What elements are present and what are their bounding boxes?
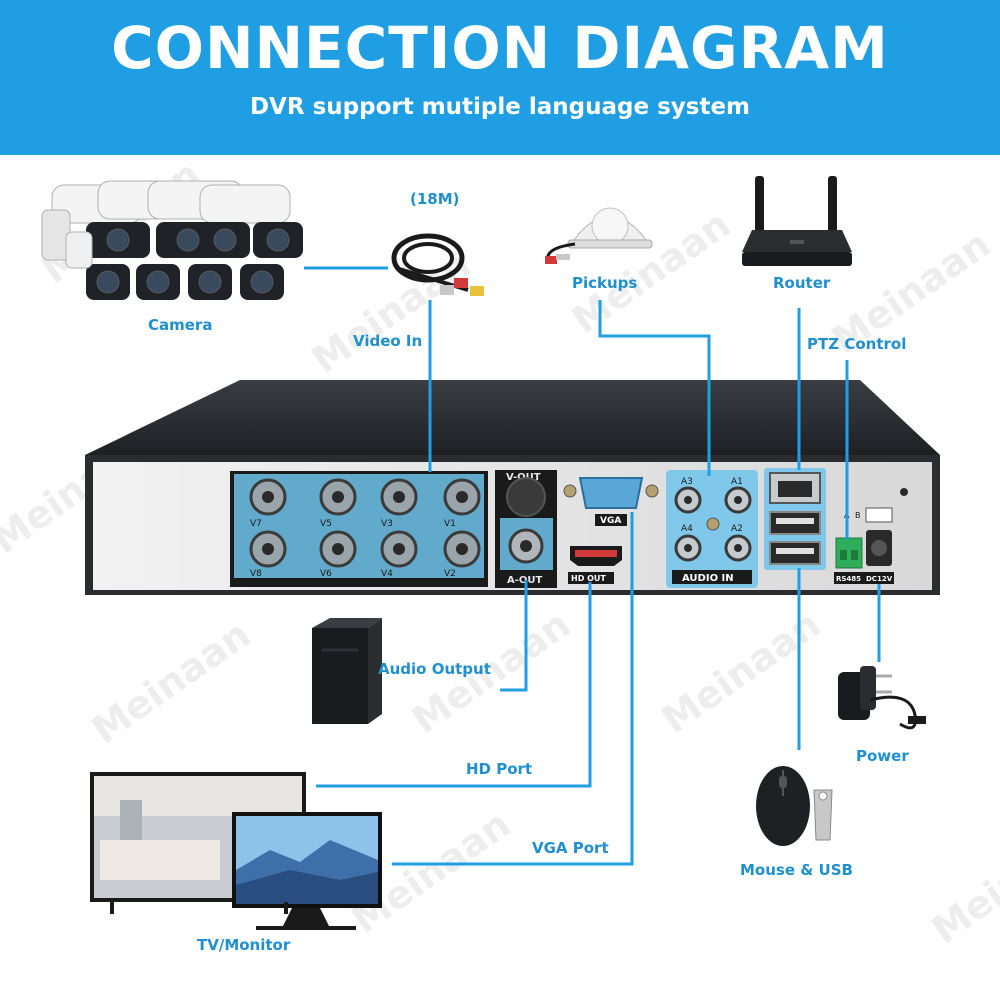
hd-port-line bbox=[316, 582, 592, 788]
port-label-a4: A4 bbox=[681, 524, 693, 534]
audio-output-label: Audio Output bbox=[378, 660, 491, 678]
video-in-connectors bbox=[249, 478, 481, 568]
port-label-v3: V3 bbox=[381, 519, 393, 529]
vga-port-line bbox=[392, 512, 634, 866]
port-label-v7: V7 bbox=[250, 519, 262, 529]
port-label-v8: V8 bbox=[250, 569, 262, 579]
dc12v-label: DC12V bbox=[866, 575, 893, 583]
port-label-a1: A1 bbox=[731, 477, 743, 487]
vga-port-label: VGA Port bbox=[532, 839, 609, 857]
header-banner: CONNECTION DIAGRAM DVR support mutiple l… bbox=[0, 0, 1000, 155]
dc-symbol bbox=[865, 507, 893, 523]
port-label-v5: V5 bbox=[320, 519, 332, 529]
video-in-label: Video In bbox=[353, 332, 423, 350]
rs485-pin-b: B bbox=[855, 511, 861, 520]
pickups-line bbox=[598, 300, 711, 476]
page-title: CONNECTION DIAGRAM bbox=[111, 14, 889, 82]
rs485-label: RS485 bbox=[836, 575, 861, 583]
camera-group bbox=[41, 180, 303, 300]
port-label-a2: A2 bbox=[731, 524, 743, 534]
power-label: Power bbox=[856, 747, 909, 765]
audio-in-connectors bbox=[674, 486, 752, 562]
audio-in-label: AUDIO IN bbox=[682, 573, 734, 584]
camera-label: Camera bbox=[148, 316, 213, 334]
hd-out-label: HD OUT bbox=[571, 574, 606, 583]
rs485-terminal bbox=[835, 537, 863, 569]
router-icon bbox=[742, 176, 852, 266]
cable-length-label: (18M) bbox=[410, 190, 460, 208]
ptz-control-label: PTZ Control bbox=[807, 335, 907, 353]
router-label: Router bbox=[773, 274, 831, 292]
port-label-v4: V4 bbox=[381, 569, 393, 579]
tv-monitor-label: TV/Monitor bbox=[197, 936, 291, 954]
v-out-port bbox=[506, 477, 546, 517]
mouse-usb-icon bbox=[756, 766, 833, 846]
audio-output-line bbox=[500, 580, 528, 692]
video-in-panel-label: VIDEO IN bbox=[340, 579, 381, 589]
video-cable-icon bbox=[391, 233, 484, 296]
port-label-v6: V6 bbox=[320, 569, 332, 579]
speaker-icon bbox=[312, 618, 382, 724]
port-label-a3: A3 bbox=[681, 477, 693, 487]
ground-screw bbox=[900, 488, 908, 496]
tv-monitor-icon bbox=[90, 772, 382, 930]
hd-port-label: HD Port bbox=[466, 760, 533, 778]
port-label-v2: V2 bbox=[444, 569, 456, 579]
vga-port bbox=[578, 477, 644, 509]
mouse-usb-label: Mouse & USB bbox=[740, 861, 853, 879]
power-adapter-icon bbox=[838, 666, 926, 730]
page-subtitle: DVR support mutiple language system bbox=[249, 94, 751, 120]
pickups-label: Pickups bbox=[572, 274, 638, 292]
dvr-recorder: V7 V5 V3 V1 V8 V6 V4 V2 VIDEO IN V-OUT A… bbox=[85, 380, 940, 595]
pickup-microphone-icon bbox=[545, 207, 653, 264]
connection-lines bbox=[304, 266, 881, 866]
port-label-v1: V1 bbox=[444, 519, 456, 529]
vga-label: VGA bbox=[600, 516, 621, 526]
